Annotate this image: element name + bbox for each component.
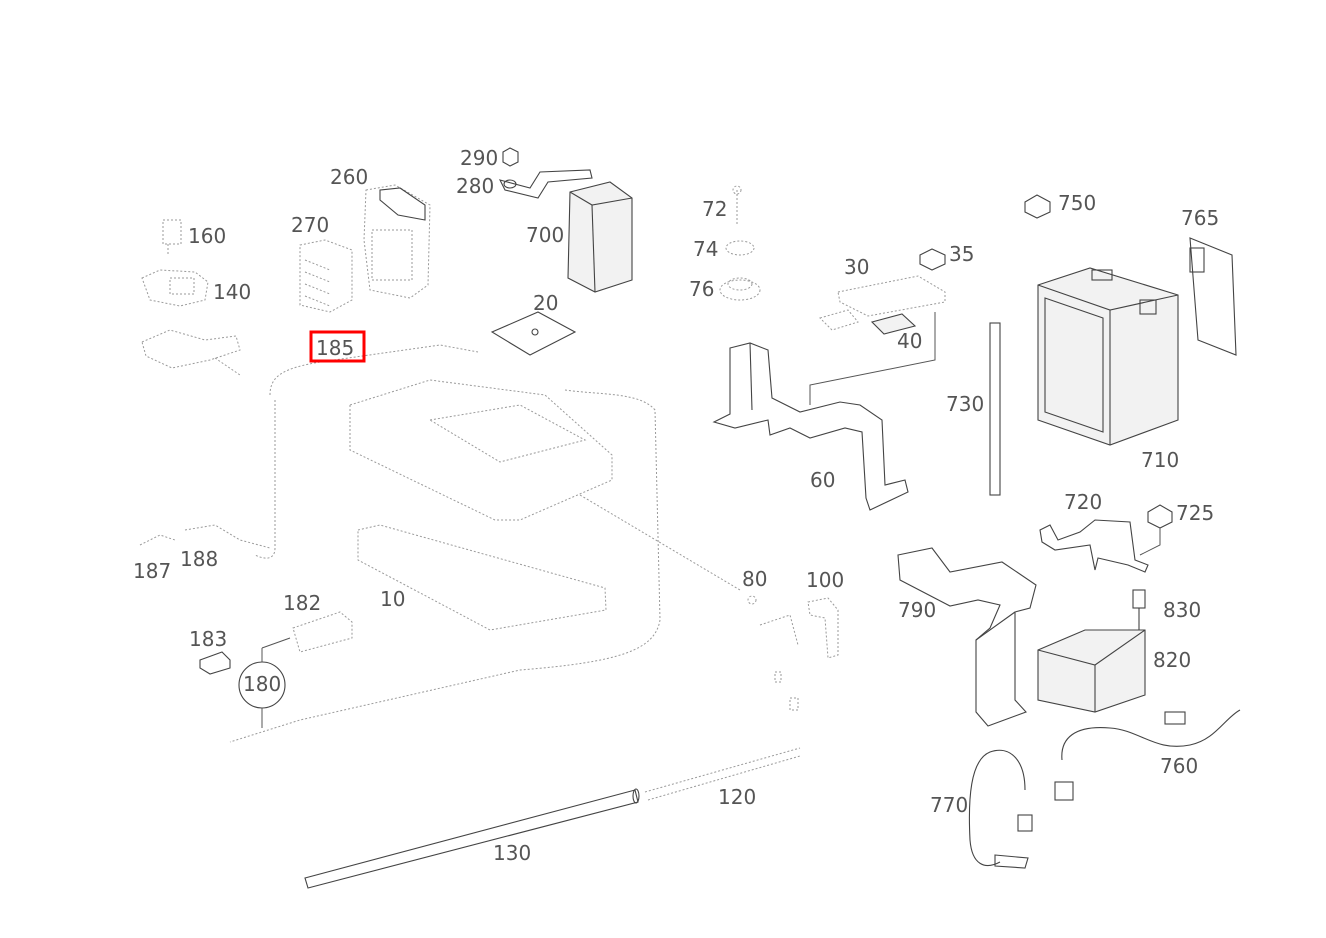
part-40[interactable] bbox=[870, 313, 917, 335]
part-750[interactable] bbox=[1024, 194, 1051, 219]
part-290[interactable] bbox=[502, 147, 519, 167]
callout-120[interactable]: 120 bbox=[718, 785, 756, 809]
part-765[interactable] bbox=[1189, 237, 1237, 356]
callout-40[interactable]: 40 bbox=[897, 329, 922, 353]
part-700[interactable] bbox=[567, 181, 633, 293]
callout-100[interactable]: 100 bbox=[806, 568, 844, 592]
part-120[interactable] bbox=[644, 747, 801, 801]
part-100[interactable] bbox=[807, 597, 839, 659]
callout-770[interactable]: 770 bbox=[930, 793, 968, 817]
callout-10[interactable]: 10 bbox=[380, 587, 405, 611]
callout-725[interactable]: 725 bbox=[1176, 501, 1214, 525]
callout-260[interactable]: 260 bbox=[330, 165, 368, 189]
part-160[interactable] bbox=[162, 219, 182, 254]
callout-80[interactable]: 80 bbox=[742, 567, 767, 591]
part-182[interactable] bbox=[292, 611, 353, 653]
callout-35[interactable]: 35 bbox=[949, 242, 974, 266]
part-hose-loop[interactable] bbox=[229, 389, 661, 743]
callouts: 290 280 260 270 160 140 700 185 20 72 74… bbox=[133, 146, 1219, 865]
callout-820[interactable]: 820 bbox=[1153, 648, 1191, 672]
callout-185[interactable]: 185 bbox=[316, 336, 354, 360]
callout-60[interactable]: 60 bbox=[810, 468, 835, 492]
part-80[interactable] bbox=[747, 595, 799, 711]
callout-290[interactable]: 290 bbox=[460, 146, 498, 170]
part-35[interactable] bbox=[919, 248, 946, 271]
callout-710[interactable]: 710 bbox=[1141, 448, 1179, 472]
callout-30[interactable]: 30 bbox=[844, 255, 869, 279]
part-185[interactable] bbox=[254, 344, 479, 559]
callout-130[interactable]: 130 bbox=[493, 841, 531, 865]
part-130[interactable] bbox=[304, 788, 640, 889]
part-270[interactable] bbox=[299, 239, 353, 313]
part-72[interactable] bbox=[732, 185, 742, 225]
part-74[interactable] bbox=[725, 240, 755, 256]
leader-40 bbox=[809, 312, 936, 405]
callout-700[interactable]: 700 bbox=[526, 223, 564, 247]
callout-790[interactable]: 790 bbox=[898, 598, 936, 622]
part-280[interactable] bbox=[498, 169, 593, 199]
part-30[interactable] bbox=[819, 275, 946, 331]
part-720[interactable] bbox=[1039, 519, 1149, 573]
part-60[interactable] bbox=[712, 342, 909, 511]
part-180[interactable] bbox=[238, 637, 291, 728]
callout-760[interactable]: 760 bbox=[1160, 754, 1198, 778]
part-710[interactable] bbox=[1037, 267, 1179, 446]
callout-183[interactable]: 183 bbox=[189, 627, 227, 651]
callout-20[interactable]: 20 bbox=[533, 291, 558, 315]
callout-74[interactable]: 74 bbox=[693, 237, 718, 261]
callout-750[interactable]: 750 bbox=[1058, 191, 1096, 215]
callout-270[interactable]: 270 bbox=[291, 213, 329, 237]
leader-80 bbox=[579, 494, 741, 591]
callout-765[interactable]: 765 bbox=[1181, 206, 1219, 230]
part-725[interactable] bbox=[1147, 504, 1173, 529]
callout-160[interactable]: 160 bbox=[188, 224, 226, 248]
part-760[interactable] bbox=[1054, 709, 1241, 801]
part-140[interactable] bbox=[141, 269, 209, 307]
callout-280[interactable]: 280 bbox=[456, 174, 494, 198]
callout-720[interactable]: 720 bbox=[1064, 490, 1102, 514]
part-730[interactable] bbox=[989, 322, 1001, 496]
callout-730[interactable]: 730 bbox=[946, 392, 984, 416]
part-142-clip[interactable] bbox=[141, 329, 241, 376]
callout-182[interactable]: 182 bbox=[283, 591, 321, 615]
leader-725 bbox=[1139, 528, 1161, 556]
callout-187[interactable]: 187 bbox=[133, 559, 171, 583]
part-770[interactable] bbox=[968, 749, 1033, 869]
callout-140[interactable]: 140 bbox=[213, 280, 251, 304]
part-790[interactable] bbox=[897, 547, 1037, 727]
part-20[interactable] bbox=[490, 311, 577, 356]
callout-76[interactable]: 76 bbox=[689, 277, 714, 301]
callout-72[interactable]: 72 bbox=[702, 197, 727, 221]
callout-830[interactable]: 830 bbox=[1163, 598, 1201, 622]
part-183[interactable] bbox=[199, 651, 231, 675]
part-260[interactable] bbox=[363, 184, 431, 299]
part-188[interactable] bbox=[184, 524, 271, 549]
part-76[interactable] bbox=[719, 277, 761, 301]
callout-188[interactable]: 188 bbox=[180, 547, 218, 571]
highlight-box-185 bbox=[309, 330, 366, 363]
part-820[interactable] bbox=[1037, 629, 1146, 713]
part-187[interactable] bbox=[139, 534, 176, 546]
callout-180[interactable]: 180 bbox=[243, 672, 281, 696]
part-830[interactable] bbox=[1132, 589, 1146, 630]
part-10[interactable] bbox=[349, 379, 613, 631]
